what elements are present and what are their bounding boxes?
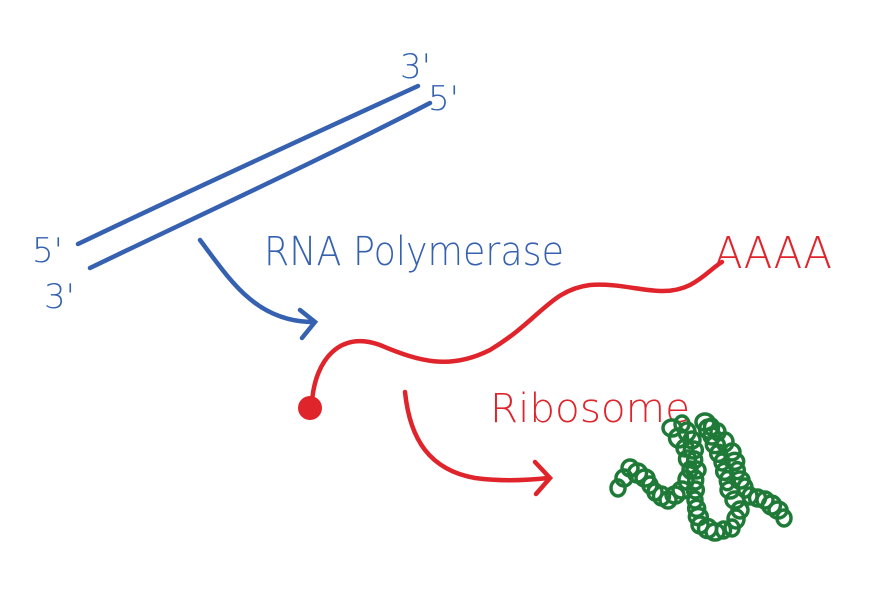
ribosome-label: Ribosome (490, 386, 690, 432)
mrna-strand (309, 259, 725, 405)
protein-chain (609, 412, 793, 542)
amino-acid-bead (714, 520, 733, 540)
amino-acid-bead (726, 508, 746, 530)
rna-polymerase-label: RNA Polymerase (264, 229, 564, 275)
amino-acid-bead (671, 480, 693, 500)
amino-acid-bead (685, 480, 706, 500)
dna-top-right-label: 3' (400, 47, 431, 87)
poly-a-tail-label: AAAA (714, 228, 832, 279)
dna-top-strand (75, 83, 421, 247)
amino-acid-bead (686, 469, 705, 491)
amino-acid-bead (718, 469, 737, 492)
amino-acid-bead (775, 508, 793, 528)
transcription-arrow (197, 237, 313, 325)
amino-acid-bead (730, 500, 750, 520)
amino-acid-bead (685, 460, 707, 480)
amino-acid-bead (685, 450, 704, 470)
translation-arrow (402, 389, 551, 483)
dna-bottom-strand (87, 100, 433, 271)
five-prime-cap (298, 396, 322, 420)
translation-arrowhead (532, 459, 554, 497)
amino-acid-bead (682, 440, 705, 460)
dna-bottom-left-label: 3' (44, 277, 75, 317)
dna-top-left-label: 5' (32, 231, 63, 271)
amino-acid-bead (755, 490, 775, 510)
amino-acid-bead (682, 430, 702, 450)
amino-acid-bead (728, 460, 747, 481)
amino-acid-bead (723, 451, 746, 472)
dna-bottom-right-label: 5' (428, 79, 459, 119)
transcription-arrowhead (297, 307, 319, 341)
amino-acid-bead (722, 442, 742, 462)
